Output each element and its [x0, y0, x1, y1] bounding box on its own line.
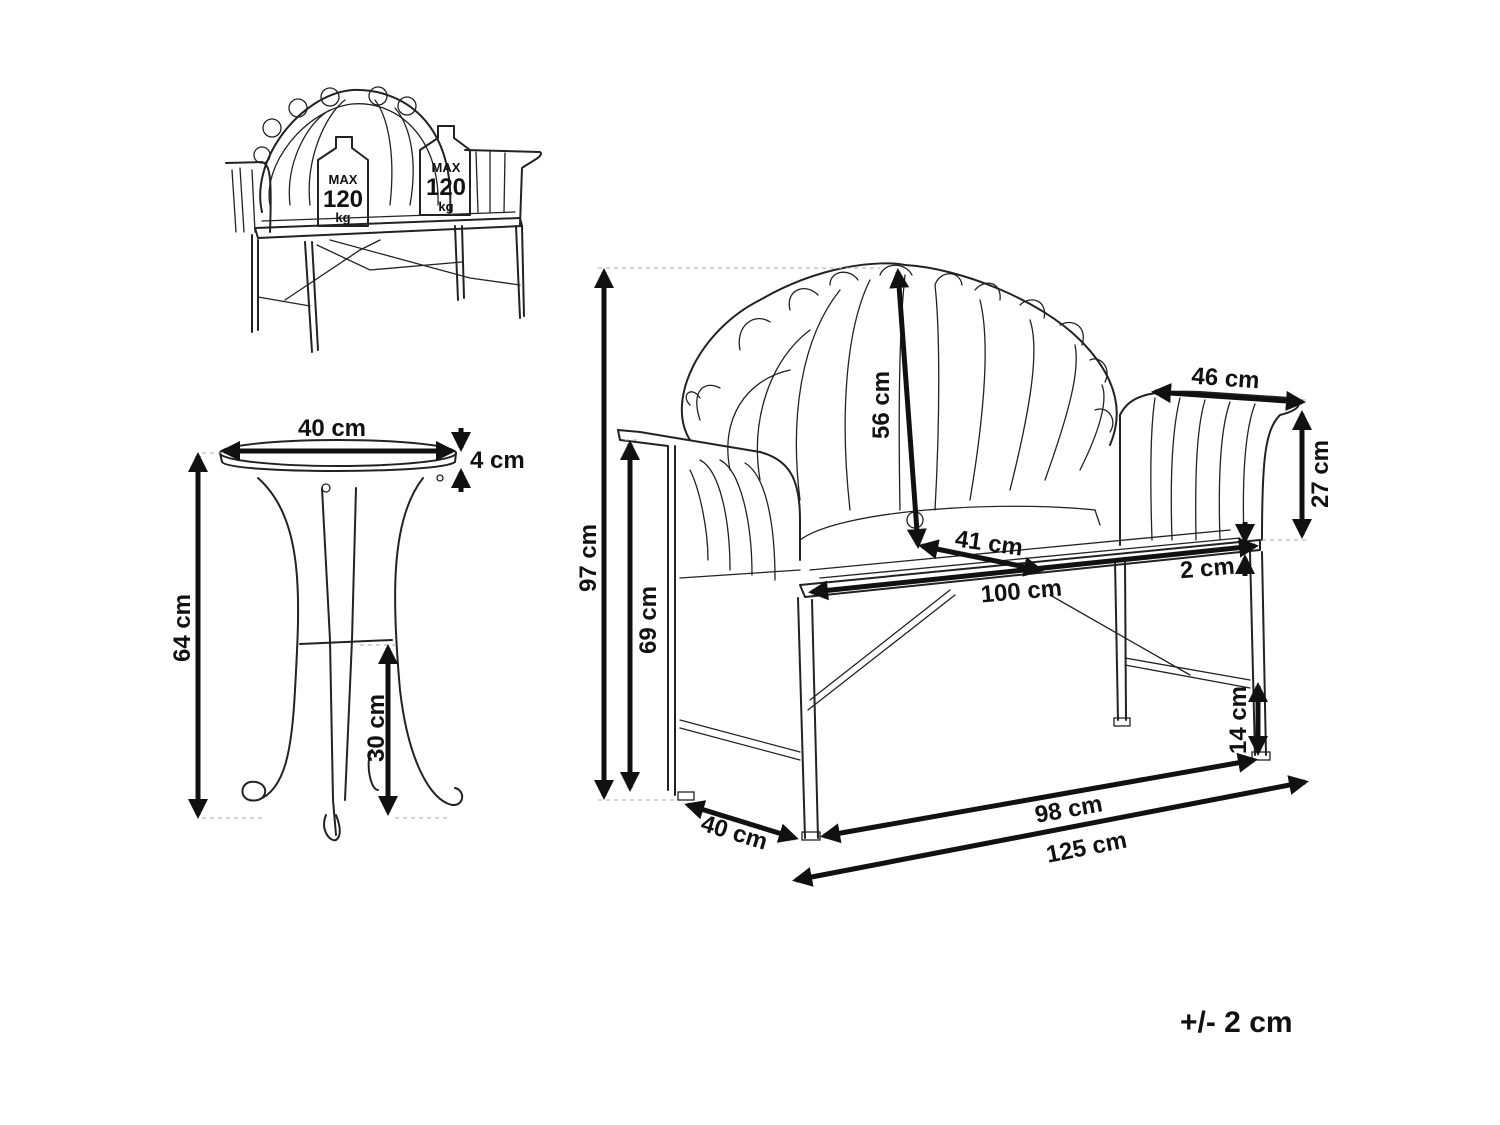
tolerance-note: +/- 2 cm: [1180, 1006, 1293, 1039]
weight-unit: kg: [438, 199, 453, 214]
table-dimension-lines: [188, 428, 471, 819]
weight-max-label: MAX: [329, 172, 358, 187]
bench-seat-width-label: 100 cm: [980, 575, 1063, 609]
weight-value: 120: [426, 174, 466, 201]
bench-armrest-depth-label: 46 cm: [1191, 363, 1261, 395]
bench-total-width-label: 125 cm: [1044, 827, 1129, 869]
table-illustration: [219, 439, 464, 842]
bench-total-height-label: 97 cm: [575, 524, 602, 592]
bench-armrest-height-label: 69 cm: [635, 586, 662, 654]
weight-max-label: MAX: [432, 160, 461, 175]
bench-dimension-lines: [594, 267, 1312, 887]
bench-stretcher-height-label: 14 cm: [1225, 686, 1252, 754]
table-diameter-label: 40 cm: [298, 415, 366, 442]
weight-unit: kg: [335, 210, 350, 225]
bench-back-height-label: 56 cm: [868, 371, 895, 439]
table-ring-height-label: 30 cm: [363, 694, 390, 762]
weight-tag-right: MAX 120 kg: [419, 125, 471, 216]
bench-armrest-rise-label: 27 cm: [1307, 440, 1334, 508]
table-top-thickness-label: 4 cm: [470, 447, 525, 474]
bench-seat-thickness-label: 2 cm: [1179, 553, 1236, 585]
table-height-label: 64 cm: [169, 594, 196, 662]
weight-value: 120: [323, 186, 363, 213]
weight-tag-left: MAX 120 kg: [317, 136, 369, 227]
small-bench-illustration: [225, 86, 542, 353]
